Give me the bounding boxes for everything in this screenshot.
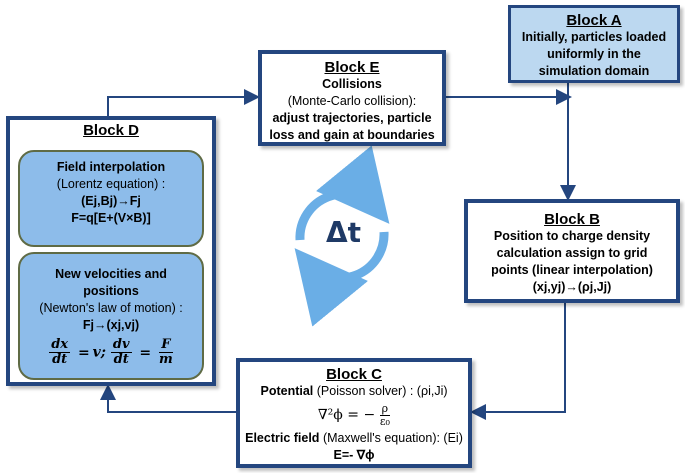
block-e-line: Collisions <box>322 77 382 91</box>
block-b-line: Position to charge density <box>493 229 651 243</box>
field-eq: E=- ∇ϕ <box>333 448 375 462</box>
block-b-line: calculation assign to grid <box>496 246 648 260</box>
delta-t-label: Δt <box>326 216 362 249</box>
newton-law: (Newton's law of motion) : <box>39 301 183 315</box>
block-b-formula: (xj,yj)→(ρj,Jj) <box>532 280 612 294</box>
dv-num: dv <box>110 337 132 353</box>
cycle-icon <box>294 145 390 327</box>
v-term: v; <box>92 344 106 361</box>
block-e-title: Block E <box>324 59 380 76</box>
field-label: Electric field <box>245 431 320 445</box>
block-b: Block B Position to charge density calcu… <box>464 199 680 303</box>
potential-desc: (Poisson solver) : (ρi,Ji) <box>316 384 448 398</box>
dx-num: dx <box>49 337 71 353</box>
block-e-line: (Monte-Carlo collision): <box>287 94 417 108</box>
new-vel-heading: New velocities and <box>55 267 167 281</box>
block-d-title: Block D <box>83 122 139 139</box>
block-e-line: loss and gain at boundaries <box>269 128 435 142</box>
poisson-lhs: ∇²ϕ = − <box>317 407 376 423</box>
dx-den: dt <box>52 352 68 367</box>
poisson-den: ε₀ <box>379 414 390 428</box>
arrow-b-to-c <box>470 303 566 420</box>
dv-den: dt <box>113 352 129 367</box>
velocity-map: Fj→(xj,vj) <box>82 318 140 332</box>
potential-label: Potential <box>260 384 314 398</box>
arrow-c-to-d <box>100 384 236 413</box>
block-a: Block A Initially, particles loaded unif… <box>508 5 680 83</box>
f-num: F <box>159 338 173 353</box>
lorentz-label: (Lorentz equation) : <box>56 177 166 191</box>
block-c: Block C Potential (Poisson solver) : (ρi… <box>236 358 472 468</box>
field-interp-heading: Field interpolation <box>56 160 166 174</box>
field-desc: (Maxwell's equation): (Ei) <box>322 431 463 445</box>
block-a-title: Block A <box>566 12 622 29</box>
block-a-line: simulation domain <box>538 64 650 78</box>
arrow-d-to-e <box>107 89 260 116</box>
block-e-line: adjust trajectories, particle <box>272 111 432 125</box>
block-d: Block D Field interpolation (Lorentz equ… <box>6 116 216 386</box>
field-map: (Ej,Bj)→Fj <box>81 194 141 208</box>
block-a-line: uniformly in the <box>547 47 641 61</box>
force-eq: F=q[E+(V×B)] <box>71 211 151 225</box>
poisson-num: ρ <box>379 401 391 416</box>
block-c-title: Block C <box>326 366 382 383</box>
m-den: m <box>159 352 173 367</box>
field-interpolation-box: Field interpolation (Lorentz equation) :… <box>18 150 204 247</box>
block-a-line: Initially, particles loaded <box>521 30 667 44</box>
new-velocities-box: New velocities and positions (Newton's l… <box>18 252 204 380</box>
block-b-line: points (linear interpolation) <box>491 263 653 277</box>
block-b-title: Block B <box>544 211 600 228</box>
block-e: Block E Collisions (Monte-Carlo collisio… <box>258 50 446 146</box>
new-vel-heading: positions <box>83 284 139 298</box>
